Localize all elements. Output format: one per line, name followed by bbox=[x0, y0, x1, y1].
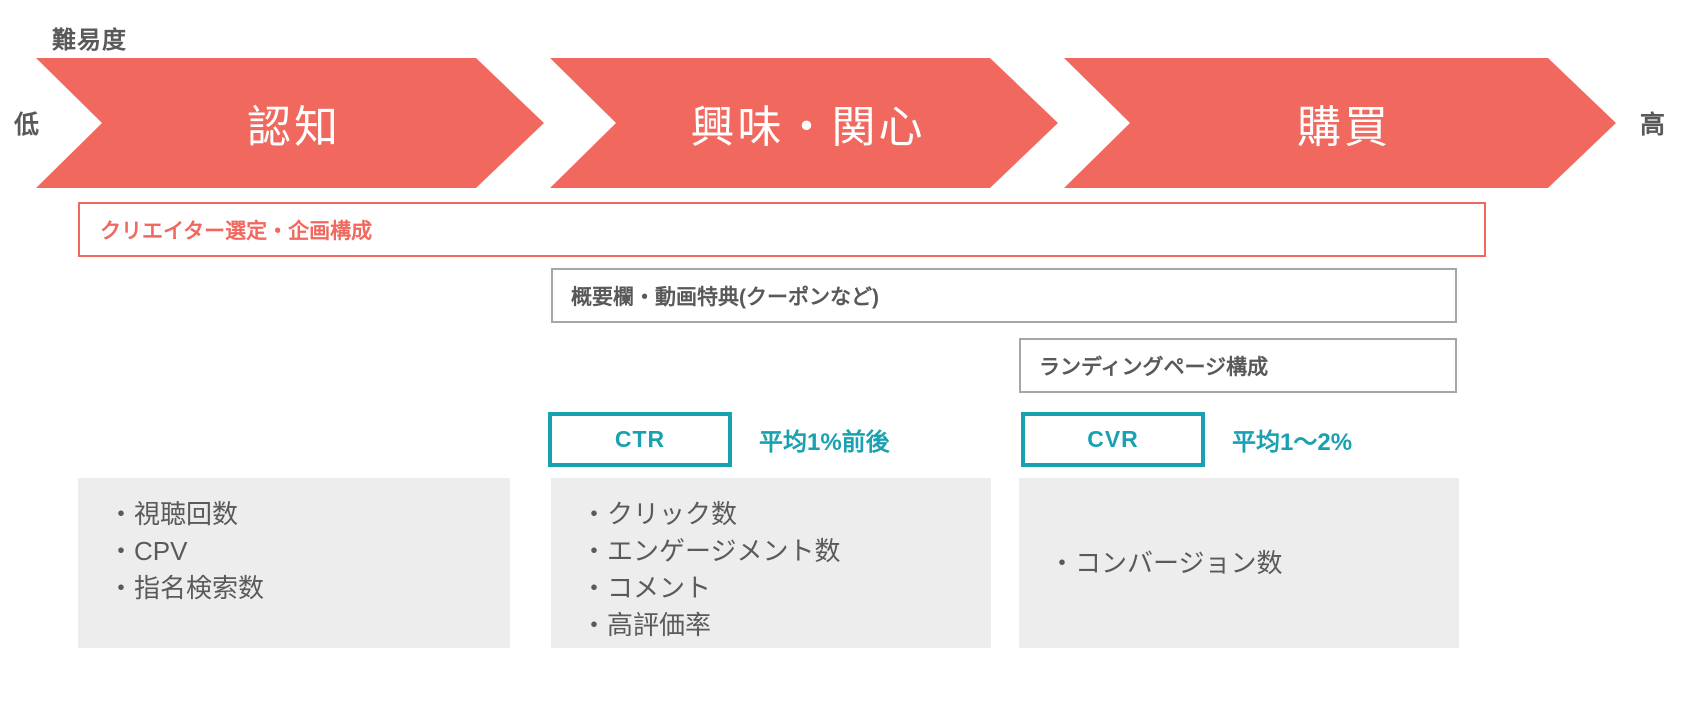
activity-bar-label: クリエイター選定・企画構成 bbox=[100, 219, 373, 243]
kpi-item: ・エンゲージメント数 bbox=[581, 535, 841, 566]
activity-bar-creator-selection: クリエイター選定・企画構成 bbox=[78, 202, 1486, 257]
funnel-stage-label: 興味・関心 bbox=[690, 103, 926, 152]
difficulty-low-label: 低 bbox=[14, 111, 40, 139]
metric-row-ctr: CTR 平均1%前後 bbox=[548, 412, 890, 467]
activity-bar-landing-page: ランディングページ構成 bbox=[1019, 338, 1457, 393]
kpi-item: ・コンバージョン数 bbox=[1049, 547, 1283, 578]
difficulty-high-label: 高 bbox=[1640, 111, 1666, 139]
kpi-item: ・コメント bbox=[581, 572, 712, 603]
kpi-panel-awareness: ・視聴回数 ・CPV ・指名検索数 bbox=[78, 478, 510, 648]
kpi-list: ・視聴回数 ・CPV ・指名検索数 bbox=[108, 496, 482, 607]
funnel-stage-label: 認知 bbox=[247, 103, 341, 152]
metric-row-cvr: CVR 平均1〜2% bbox=[1021, 412, 1352, 467]
kpi-item: ・指名検索数 bbox=[108, 572, 265, 603]
funnel-stage-purchase: 購買 bbox=[1064, 58, 1616, 188]
funnel-stage-label: 購買 bbox=[1297, 103, 1391, 152]
kpi-list: ・コンバージョン数 bbox=[1049, 545, 1431, 582]
funnel-stage-interest: 興味・関心 bbox=[550, 58, 1058, 188]
difficulty-axis-title: 難易度 bbox=[52, 27, 127, 54]
metric-note-cvr: 平均1〜2% bbox=[1232, 429, 1353, 456]
activity-bar-label: ランディングページ構成 bbox=[1039, 355, 1269, 379]
metric-badge-ctr: CTR bbox=[548, 412, 732, 467]
kpi-item: ・高評価率 bbox=[581, 609, 712, 640]
kpi-item: ・クリック数 bbox=[581, 499, 738, 529]
funnel-chevron-band: 認知 興味・関心 購買 bbox=[36, 58, 1616, 188]
kpi-panel-purchase: ・コンバージョン数 bbox=[1019, 478, 1459, 648]
kpi-item: ・視聴回数 bbox=[108, 499, 239, 529]
kpi-list: ・クリック数 ・エンゲージメント数 ・コメント ・高評価率 bbox=[581, 496, 963, 644]
kpi-item: ・CPV bbox=[108, 535, 188, 566]
metric-badge-cvr: CVR bbox=[1021, 412, 1205, 467]
activity-bar-description-perks: 概要欄・動画特典(クーポンなど) bbox=[551, 268, 1457, 323]
metric-note-ctr: 平均1%前後 bbox=[759, 429, 890, 456]
kpi-panel-interest: ・クリック数 ・エンゲージメント数 ・コメント ・高評価率 bbox=[551, 478, 991, 648]
funnel-stage-awareness: 認知 bbox=[36, 58, 544, 188]
activity-bar-label: 概要欄・動画特典(クーポンなど) bbox=[571, 285, 879, 309]
